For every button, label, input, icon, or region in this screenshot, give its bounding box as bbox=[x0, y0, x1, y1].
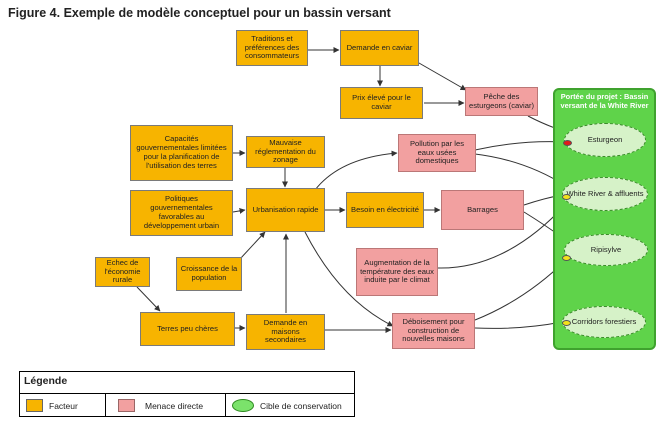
legend-target: Cible de conservation bbox=[226, 394, 354, 417]
threat-temperature: Augmentation de la température des eaux … bbox=[356, 248, 438, 296]
target-esturgeon: Esturgeon bbox=[564, 123, 646, 157]
factor-swatch bbox=[26, 399, 43, 412]
legend-threat: Menace directe bbox=[106, 394, 226, 417]
factor-croissance: Croissance de la population bbox=[176, 257, 242, 291]
viability-rating-ripisylve bbox=[562, 255, 571, 261]
viability-rating-white-river bbox=[562, 194, 571, 200]
legend-row: Facteur Menace directe Cible de conserva… bbox=[20, 393, 354, 417]
factor-prix-eleve: Prix élevé pour le caviar bbox=[340, 87, 423, 119]
legend-target-label: Cible de conservation bbox=[260, 400, 342, 411]
threat-deboisement: Déboisement pour construction de nouvell… bbox=[392, 313, 475, 349]
factor-besoin-electricite: Besoin en électricité bbox=[346, 192, 424, 228]
threat-pollution: Pollution par les eaux usées domestiques bbox=[398, 134, 476, 172]
target-corridors: Corridors forestiers bbox=[562, 306, 646, 338]
factor-politiques: Politiques gouvernementales favorables a… bbox=[130, 190, 233, 236]
viability-rating-corridors bbox=[562, 320, 571, 326]
figure-title: Figure 4. Exemple de modèle conceptuel p… bbox=[8, 6, 391, 20]
factor-capacites: Capacités gouvernementales limitées pour… bbox=[130, 125, 233, 181]
legend-title: Légende bbox=[24, 375, 68, 387]
threat-barrages: Barrages bbox=[441, 190, 524, 230]
legend: Légende Facteur Menace directe Cible de … bbox=[19, 371, 355, 417]
scope-title: Portée du projet : Bassin versant de la … bbox=[560, 92, 649, 110]
target-ripisylve: Ripisylve bbox=[564, 234, 648, 266]
factor-traditions: Traditions et préférences des consommate… bbox=[236, 30, 308, 66]
factor-terres-cheres: Terres peu chères bbox=[140, 312, 235, 346]
legend-factor: Facteur bbox=[20, 394, 106, 417]
target-swatch bbox=[232, 399, 254, 412]
factor-demande-caviar: Demande en caviar bbox=[340, 30, 419, 66]
factor-urbanisation: Urbanisation rapide bbox=[246, 188, 325, 232]
factor-mauvaise-reglementation: Mauvaise réglementation du zonage bbox=[246, 136, 325, 168]
factor-demande-maisons: Demande en maisons secondaires bbox=[246, 314, 325, 350]
threat-peche: Pêche des esturgeons (caviar) bbox=[465, 87, 538, 116]
legend-factor-label: Facteur bbox=[49, 400, 78, 411]
viability-rating-esturgeon bbox=[563, 140, 572, 146]
threat-swatch bbox=[118, 399, 135, 412]
factor-echec-economie: Echec de l'économie rurale bbox=[95, 257, 150, 287]
legend-threat-label: Menace directe bbox=[145, 400, 204, 411]
target-white-river: White River & affluents bbox=[562, 177, 648, 211]
